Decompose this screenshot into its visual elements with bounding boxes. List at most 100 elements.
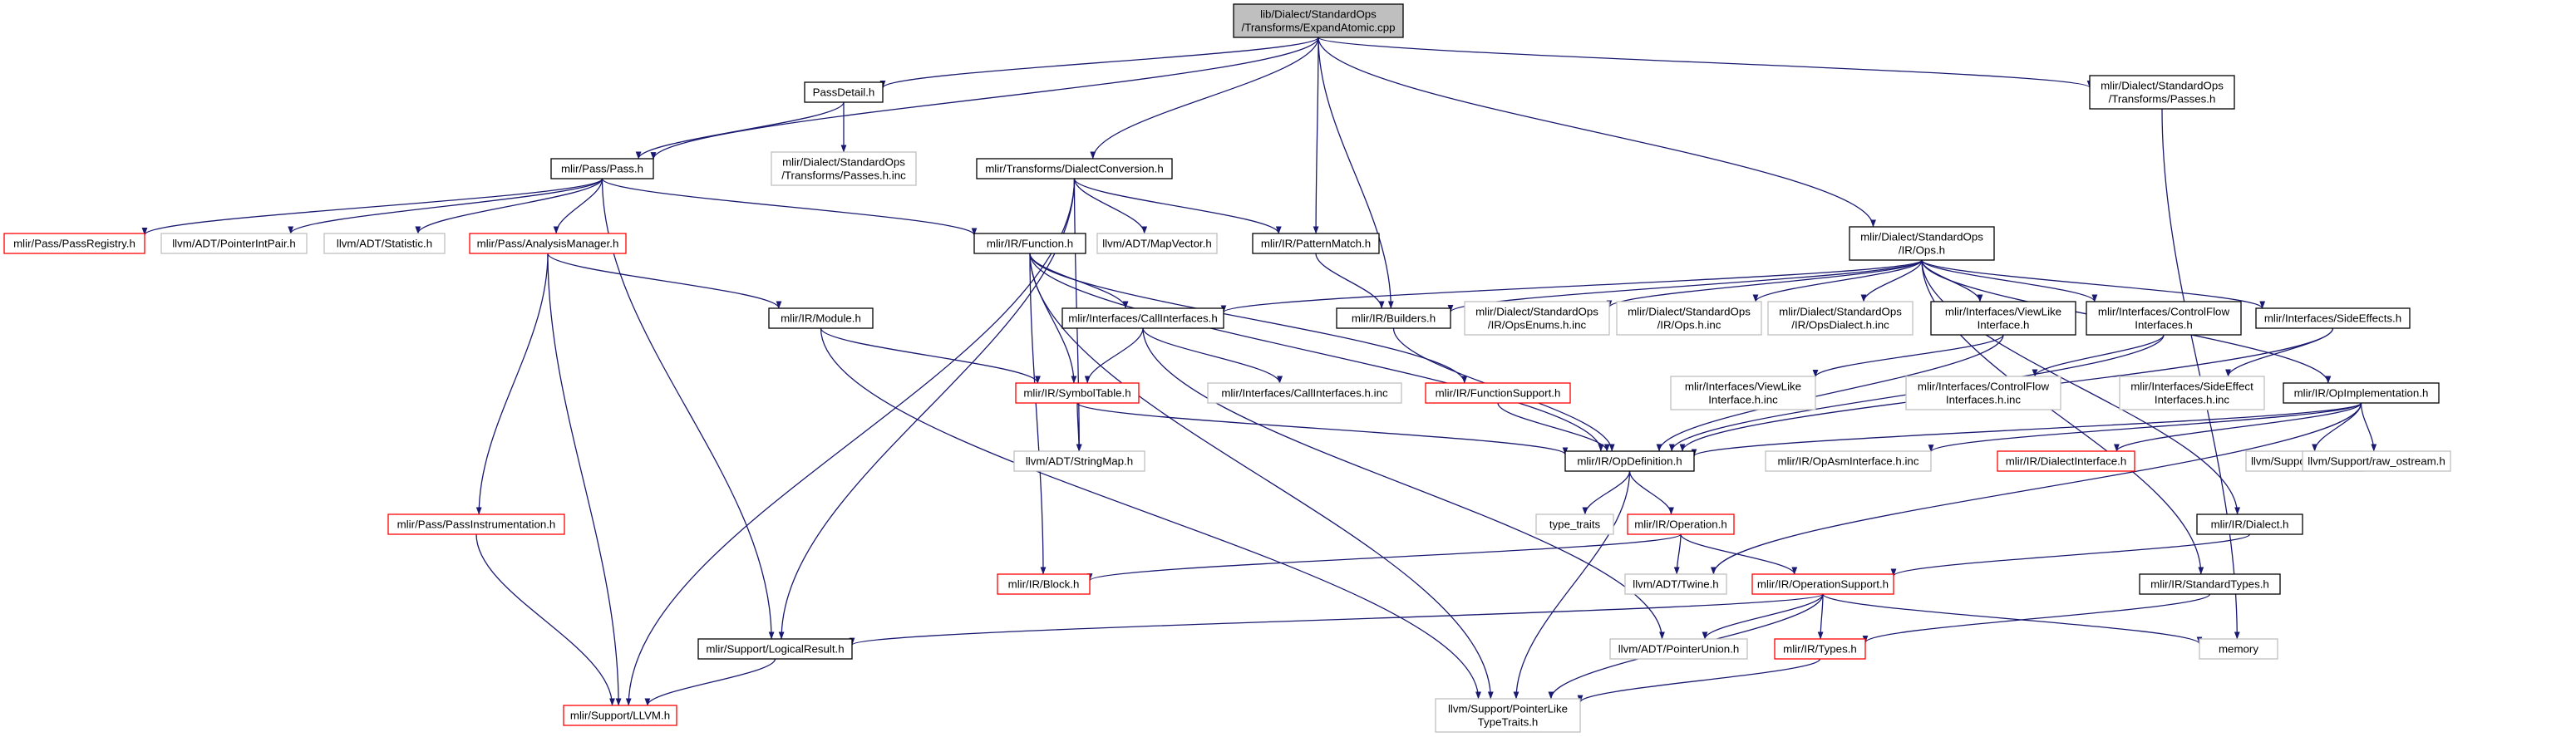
node-box — [768, 307, 874, 329]
edge-pass-to-statistic — [415, 178, 603, 234]
node-label: mlir/Interfaces/ViewLike — [1685, 381, 1801, 393]
edge-logicalresult-to-llvm — [644, 658, 776, 706]
node-box — [1624, 573, 1727, 595]
graph-node-transforms-passes-inc[interactable]: mlir/Dialect/StandardOps/Transforms/Pass… — [771, 151, 917, 186]
node-label: mlir/Interfaces/ControlFlow — [1918, 381, 2050, 393]
graph-node-transforms-passes[interactable]: mlir/Dialect/StandardOps/Transforms/Pass… — [2089, 75, 2235, 110]
graph-node-module[interactable]: mlir/IR/Module.h — [768, 307, 874, 329]
graph-node-dialectinterface[interactable]: mlir/IR/DialectInterface.h — [1997, 450, 2135, 472]
edge-patternmatch-to-builders — [1315, 253, 1385, 309]
node-label: PassDetail.h — [813, 86, 875, 99]
node-label: mlir/Dialect/StandardOps — [1475, 306, 1598, 318]
node-label: /IR/Ops.h — [1899, 244, 1945, 257]
node-box — [1252, 233, 1380, 254]
node-label: mlir/Pass/PassInstrumentation.h — [397, 518, 556, 531]
graph-node-passinstrumentation[interactable]: mlir/Pass/PassInstrumentation.h — [387, 513, 565, 535]
node-label: llvm/ADT/Twine.h — [1633, 578, 1718, 591]
graph-node-pointerunion[interactable]: llvm/ADT/PointerUnion.h — [1609, 638, 1748, 660]
node-box — [2119, 376, 2265, 410]
node-label: mlir/IR/OpImplementation.h — [2294, 387, 2429, 400]
node-label: mlir/Dialect/StandardOps — [782, 156, 905, 169]
graph-node-types[interactable]: mlir/IR/Types.h — [1774, 638, 1866, 660]
edge-ops-to-opsenums-inc — [1606, 259, 1923, 308]
graph-node-opimplementation[interactable]: mlir/IR/OpImplementation.h — [2283, 382, 2440, 404]
graph-node-twine[interactable]: llvm/ADT/Twine.h — [1624, 573, 1727, 595]
graph-node-raw-ostream[interactable]: llvm/Support/raw_ostream.h — [2302, 450, 2451, 472]
node-label: mlir/Pass/AnalysisManager.h — [477, 238, 619, 250]
graph-node-builders[interactable]: mlir/IR/Builders.h — [1336, 307, 1451, 329]
graph-node-function[interactable]: mlir/IR/Function.h — [973, 233, 1086, 254]
graph-node-standardtypes[interactable]: mlir/IR/StandardTypes.h — [2139, 573, 2281, 595]
graph-node-callinterfaces-inc[interactable]: mlir/Interfaces/CallInterfaces.h.inc — [1207, 382, 1402, 404]
graph-node-operationsupport[interactable]: mlir/IR/OperationSupport.h — [1751, 573, 1894, 595]
graph-node-logicalresult[interactable]: mlir/Support/LogicalResult.h — [697, 638, 853, 660]
graph-node-ops[interactable]: mlir/Dialect/StandardOps/IR/Ops.h — [1849, 226, 1995, 261]
node-label: mlir/Transforms/DialectConversion.h — [985, 163, 1164, 175]
edge-root-to-builders — [1318, 37, 1394, 309]
graph-node-opsdialect-inc[interactable]: mlir/Dialect/StandardOps/IR/OpsDialect.h… — [1767, 301, 1914, 336]
node-box — [771, 151, 917, 186]
graph-node-opsenums-inc[interactable]: mlir/Dialect/StandardOps/IR/OpsEnums.h.i… — [1464, 301, 1610, 336]
node-label: mlir/IR/Types.h — [1783, 643, 1857, 656]
edge-module-to-symboltable — [820, 327, 1041, 384]
graph-node-type-traits[interactable]: type_traits — [1535, 513, 1614, 535]
edge-ops-to-sideeffects — [1921, 259, 2265, 309]
node-label: type_traits — [1549, 518, 1601, 531]
graph-node-controlflowinterfaces-inc[interactable]: mlir/Interfaces/ControlFlowInterfaces.h.… — [1905, 376, 2061, 410]
graph-node-dialect[interactable]: mlir/IR/Dialect.h — [2196, 513, 2303, 535]
edge-dialect-to-operationsupport — [1890, 533, 2251, 577]
graph-node-root[interactable]: lib/Dialect/StandardOps/Transforms/Expan… — [1233, 3, 1404, 38]
node-label: mlir/Interfaces/SideEffect — [2130, 381, 2253, 393]
graph-node-memory[interactable]: memory — [2199, 638, 2278, 660]
node-box — [2089, 75, 2235, 110]
graph-node-callinterfaces[interactable]: mlir/Interfaces/CallInterfaces.h — [1061, 307, 1224, 329]
edge-callinterfaces-to-symboltable — [1084, 327, 1144, 384]
edge-module-to-pointerliketypetraits — [820, 327, 1481, 700]
edge-functionsupport-to-opdefinition — [1497, 402, 1610, 452]
graph-node-mapvector[interactable]: llvm/ADT/MapVector.h — [1096, 233, 1218, 254]
graph-node-opasminterface-inc[interactable]: mlir/IR/OpAsmInterface.h.inc — [1765, 450, 1932, 472]
graph-node-analysismanager[interactable]: mlir/Pass/AnalysisManager.h — [469, 233, 627, 254]
graph-node-statistic[interactable]: llvm/ADT/Statistic.h — [323, 233, 446, 254]
node-box — [1564, 450, 1695, 472]
node-box — [2086, 301, 2242, 336]
graph-node-ops-inc[interactable]: mlir/Dialect/StandardOps/IR/Ops.h.inc — [1616, 301, 1762, 336]
edge-pass-to-function — [601, 178, 978, 236]
node-label: lib/Dialect/StandardOps — [1260, 8, 1377, 21]
graph-node-opdefinition[interactable]: mlir/IR/OpDefinition.h — [1564, 450, 1695, 472]
graph-node-dialectconversion[interactable]: mlir/Transforms/DialectConversion.h — [976, 158, 1173, 179]
node-label: llvm/Support/PointerLike — [1448, 703, 1568, 715]
graph-node-block[interactable]: mlir/IR/Block.h — [997, 573, 1091, 595]
graph-node-sideeffects[interactable]: mlir/Interfaces/SideEffects.h — [2255, 307, 2411, 329]
graph-node-pass[interactable]: mlir/Pass/Pass.h — [550, 158, 654, 179]
node-box — [973, 233, 1086, 254]
edge-function-to-pointerliketypetraits — [1029, 253, 1494, 700]
edge-callinterfaces-to-pointerunion — [1142, 327, 1665, 640]
node-label: llvm/Support/raw_ostream.h — [2308, 455, 2445, 468]
graph-node-sideeffectinterfaces-inc[interactable]: mlir/Interfaces/SideEffectInterfaces.h.i… — [2119, 376, 2265, 410]
graph-node-passdetail[interactable]: PassDetail.h — [804, 81, 884, 103]
node-label: mlir/IR/OpDefinition.h — [1577, 455, 1682, 468]
graph-node-functionsupport[interactable]: mlir/IR/FunctionSupport.h — [1425, 382, 1571, 404]
node-box — [1997, 450, 2135, 472]
node-label: Interfaces.h.inc — [2155, 394, 2230, 406]
graph-node-passregistry[interactable]: mlir/Pass/PassRegistry.h — [3, 233, 145, 254]
graph-node-patternmatch[interactable]: mlir/IR/PatternMatch.h — [1252, 233, 1380, 254]
node-box — [323, 233, 446, 254]
node-box — [1535, 513, 1614, 535]
graph-node-llvm[interactable]: mlir/Support/LLVM.h — [563, 705, 677, 726]
node-label: mlir/IR/OperationSupport.h — [1757, 578, 1889, 591]
graph-node-stringmap[interactable]: llvm/ADT/StringMap.h — [1013, 450, 1145, 472]
node-box — [1464, 301, 1610, 336]
graph-node-symboltable[interactable]: mlir/IR/SymbolTable.h — [1015, 382, 1140, 404]
node-label: /IR/Ops.h.inc — [1657, 319, 1721, 332]
edge-pass-to-analysismanager — [553, 178, 603, 234]
graph-node-operation[interactable]: mlir/IR/Operation.h — [1627, 513, 1735, 535]
graph-node-pointerintpair[interactable]: llvm/ADT/PointerIntPair.h — [160, 233, 308, 254]
edge-operation-to-operationsupport — [1680, 533, 1798, 575]
node-box — [804, 81, 884, 103]
